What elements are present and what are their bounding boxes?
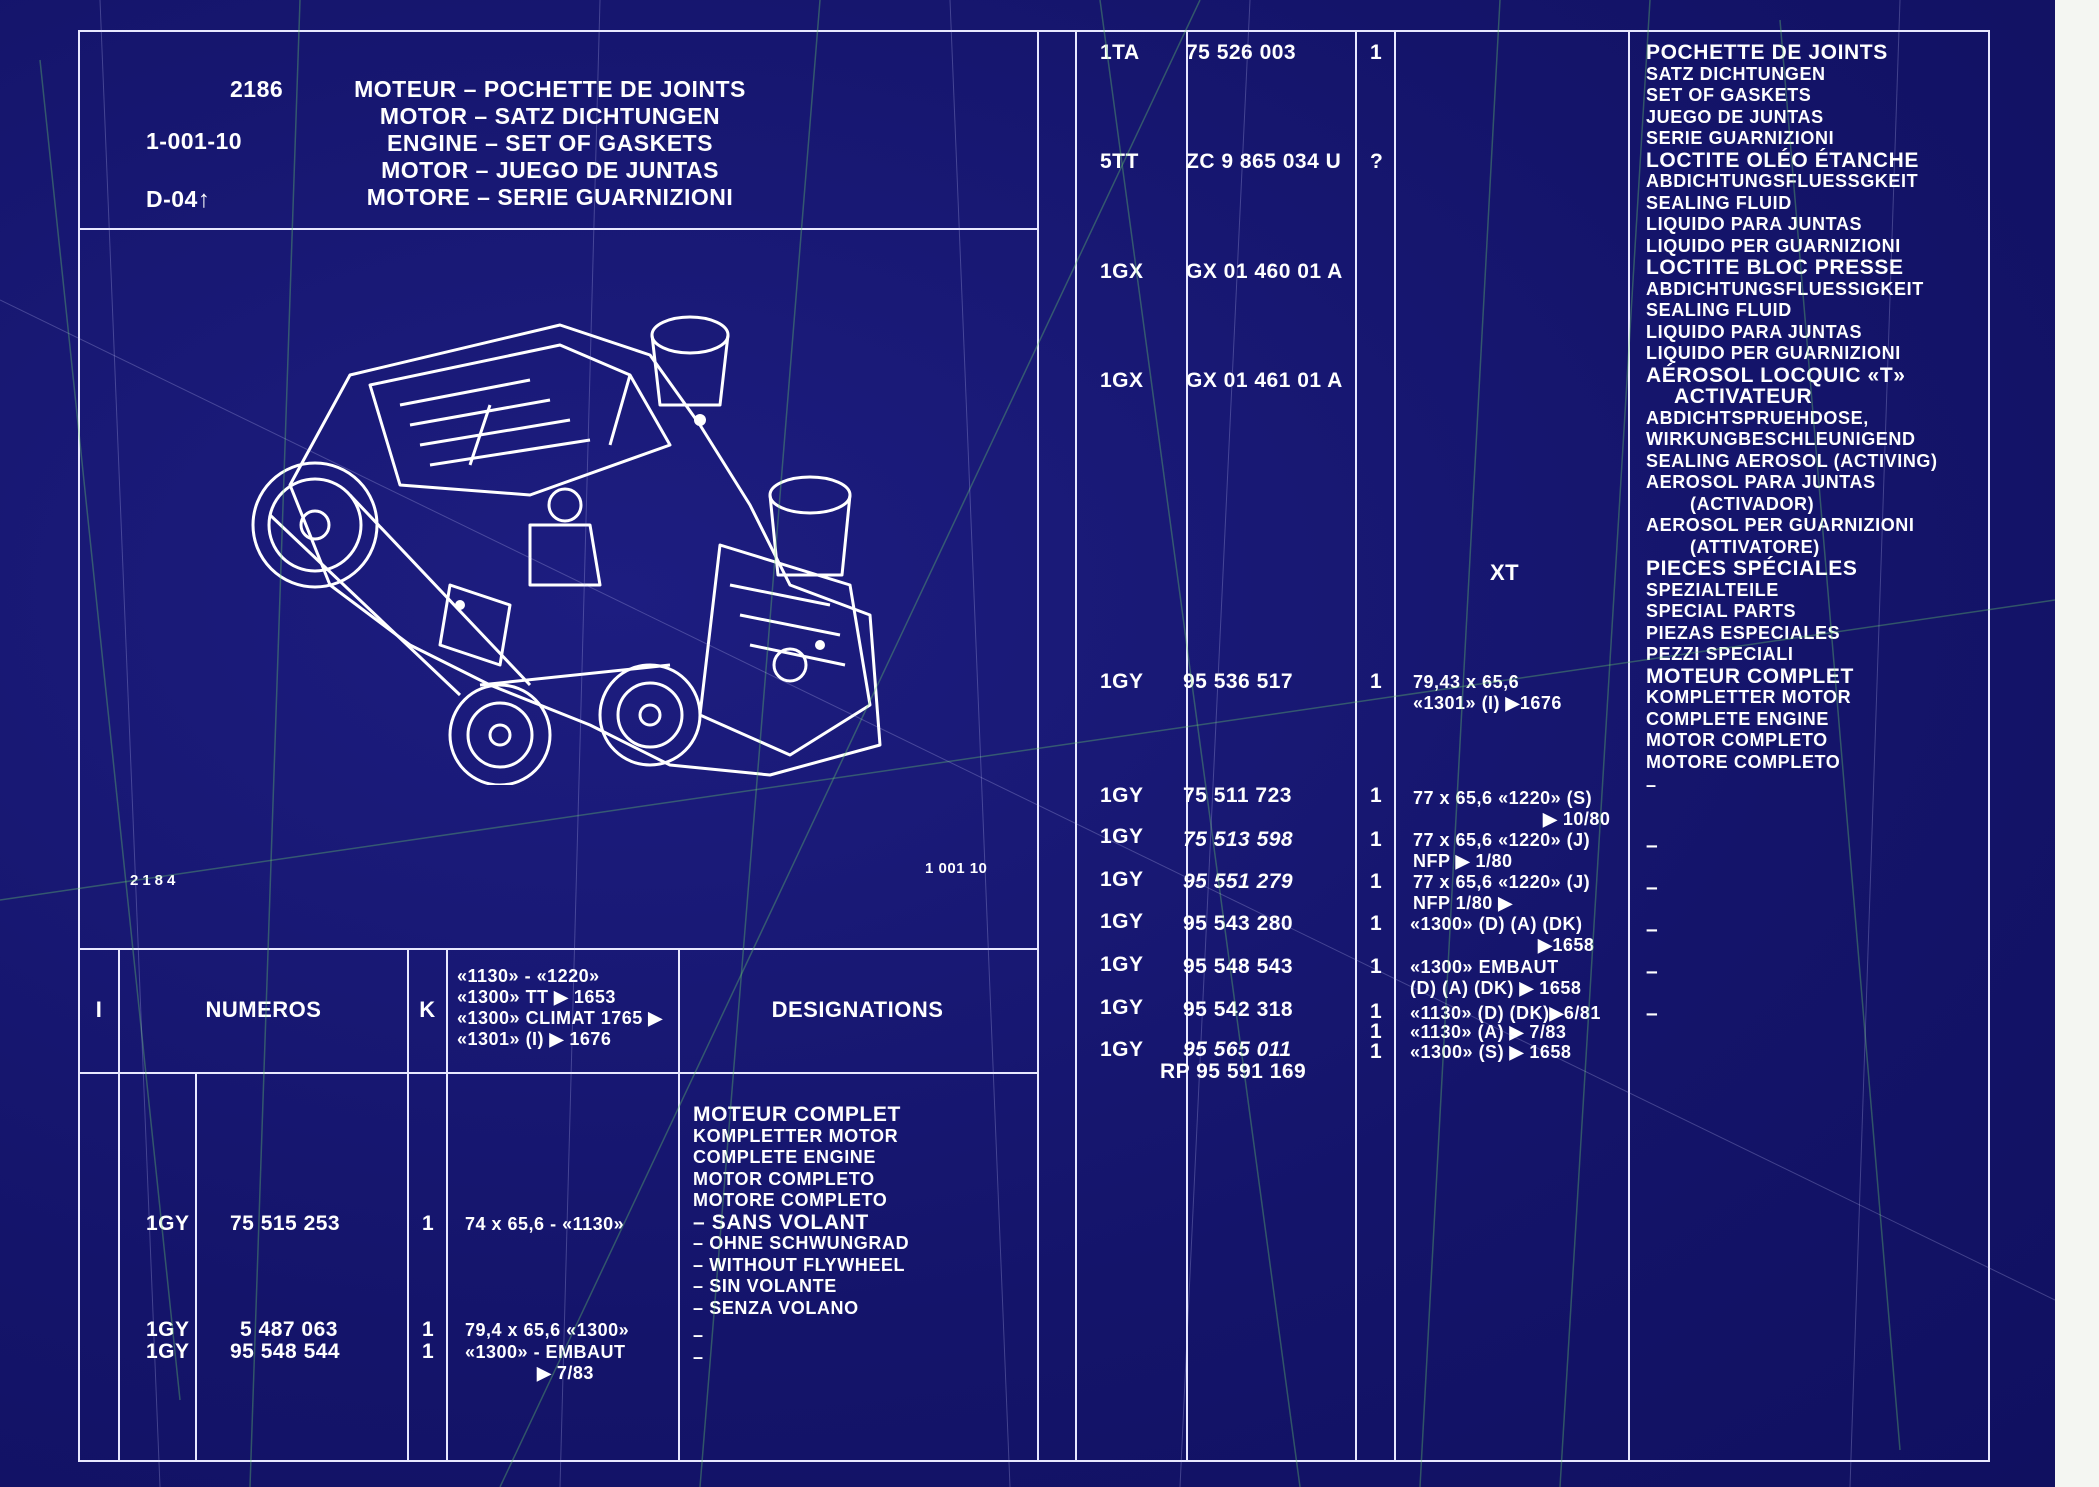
header-divider	[78, 228, 1039, 230]
column-header-divider	[78, 1072, 1039, 1074]
col-line-r4	[1628, 30, 1630, 1462]
left-designation: MOTEUR COMPLET KOMPLETTER MOTOR COMPLETE…	[693, 1103, 910, 1367]
engine-illustration	[251, 315, 882, 785]
right-designations: POCHETTE DE JOINTS SATZ DICHTUNGEN SET O…	[1646, 41, 1938, 795]
col-line-desig	[678, 948, 680, 1462]
reference-code: 1-001-10	[146, 128, 243, 154]
xt-label: XT	[1490, 560, 1520, 585]
arrow-up-icon: ↑	[197, 186, 211, 213]
col-line-num	[195, 1072, 197, 1462]
col-line-r3	[1394, 30, 1396, 1462]
col-header-numeros: NUMEROS	[205, 997, 322, 1022]
film-scratches	[0, 0, 2055, 1487]
figure-label-left: 2184	[130, 872, 180, 889]
plate-number: 2186	[230, 76, 284, 102]
col-line-k1	[407, 948, 409, 1462]
parts-catalog-sheet: 2186 1-001-10 D-04↑ MOTEUR – POCHETTE DE…	[0, 0, 2055, 1487]
figure-divider	[78, 948, 1039, 950]
center-divider	[1037, 30, 1039, 1462]
col-header-k: K	[419, 997, 436, 1022]
col-line-r2	[1355, 30, 1357, 1462]
col-line-i	[118, 948, 120, 1462]
outer-frame	[78, 30, 1990, 1462]
center-divider-2	[1075, 30, 1077, 1462]
col-line-r1	[1186, 30, 1188, 1462]
header-titles: MOTEUR – POCHETTE DE JOINTS MOTOR – SATZ…	[354, 76, 746, 210]
figure-label-right: 1 001 10	[925, 860, 988, 877]
col-header-designations: DESIGNATIONS	[771, 997, 944, 1022]
col-header-i: I	[95, 997, 103, 1022]
col-line-k2	[446, 948, 448, 1462]
col-header-models: «1130» - «1220» «1300» TT ▶ 1653 «1300» …	[457, 966, 663, 1049]
d-code: D-04↑	[146, 186, 211, 213]
